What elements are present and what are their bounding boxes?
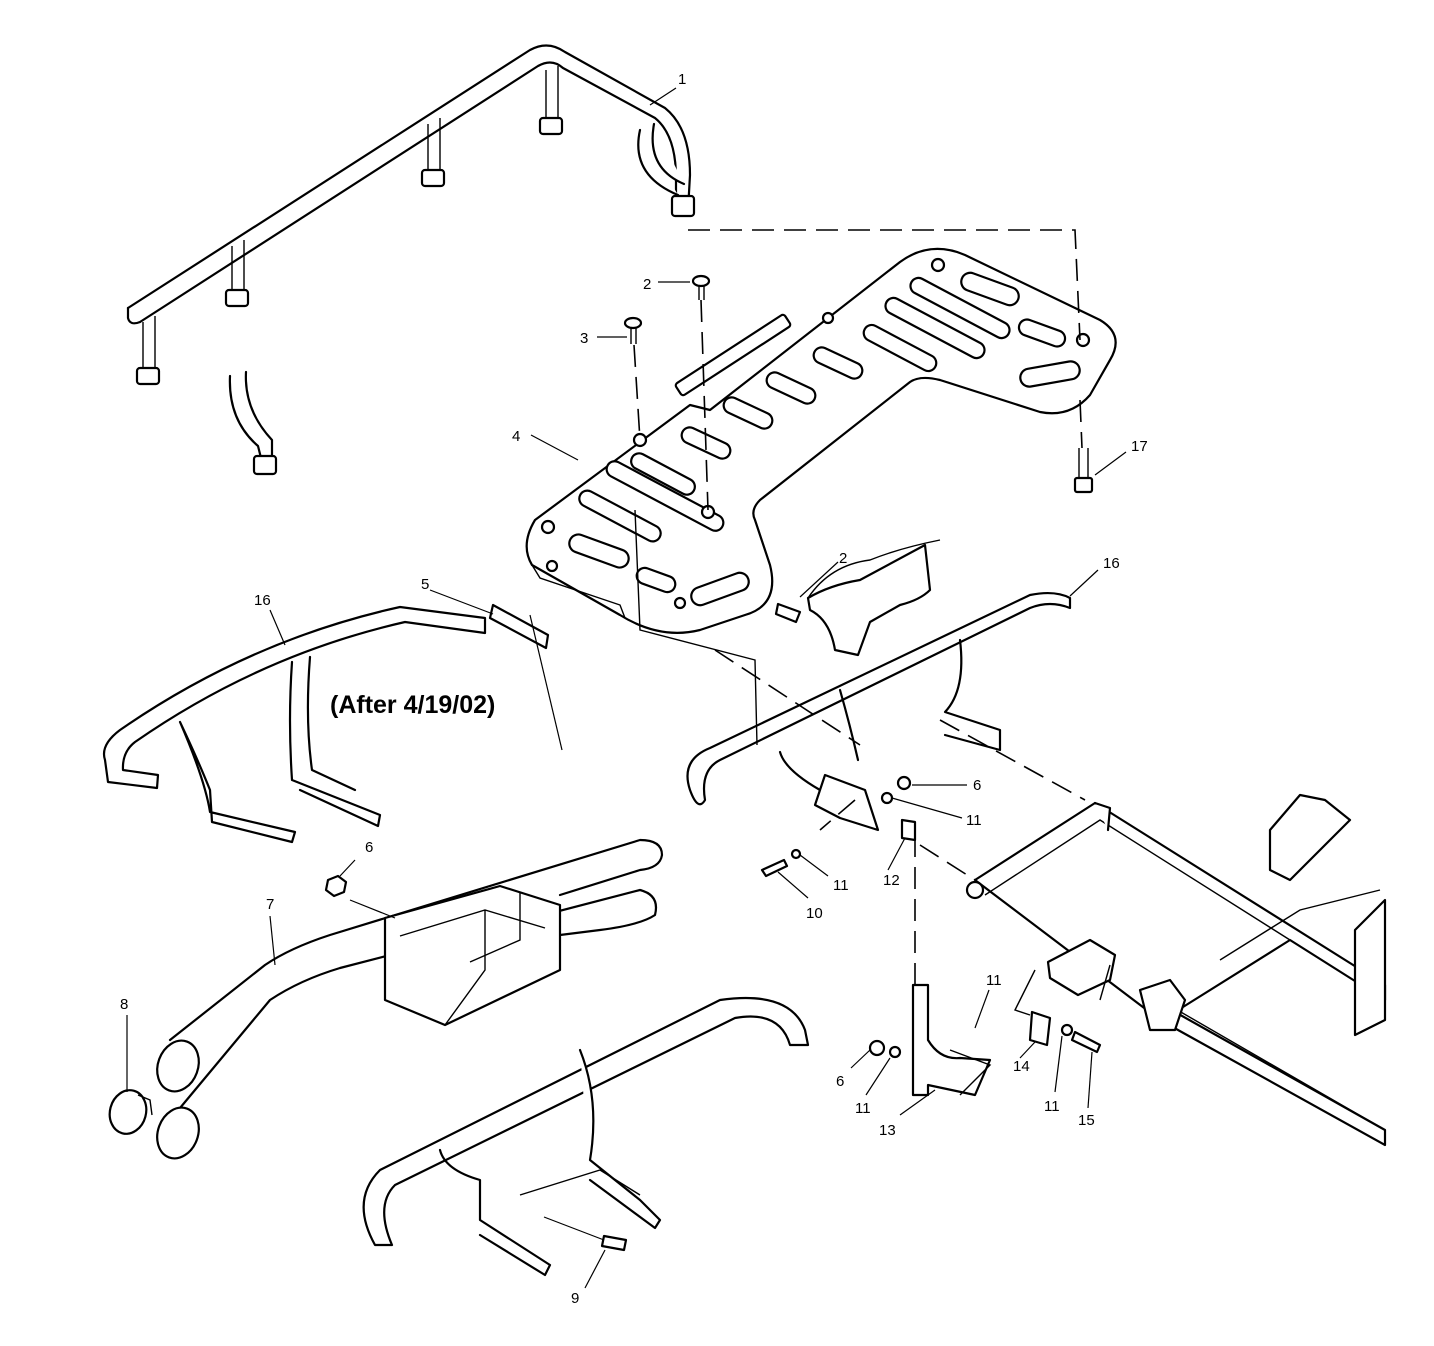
washer-11-right — [1060, 1023, 1074, 1037]
bolt-10 — [760, 848, 802, 878]
callout-7: 7 — [266, 896, 274, 913]
callout-11-right: 11 — [986, 972, 1002, 989]
callout-17: 17 — [1131, 438, 1148, 455]
rear-rack-rail — [126, 44, 696, 476]
callout-10: 10 — [806, 905, 823, 922]
callout-16-right: 16 — [1103, 555, 1120, 572]
nut-6-front — [324, 874, 348, 898]
spacer-14 — [1028, 1010, 1052, 1047]
callout-11-upper: 11 — [966, 812, 982, 829]
leader-lines — [126, 87, 1127, 1289]
nut-6-upper — [896, 775, 912, 791]
callout-13: 13 — [879, 1122, 896, 1139]
callout-9: 9 — [571, 1290, 579, 1307]
bracket-13 — [911, 983, 992, 1097]
callout-2-lower: 2 — [839, 550, 847, 567]
clamp-bracket — [1046, 938, 1117, 997]
callout-3: 3 — [580, 330, 588, 347]
callout-11-mid: 11 — [833, 877, 849, 894]
nut-6-lower — [868, 1039, 886, 1057]
callout-15: 15 — [1078, 1112, 1095, 1129]
pin-9 — [600, 1234, 628, 1252]
front-bumper-7 — [156, 838, 664, 1160]
rear-bumper-lower — [362, 996, 810, 1277]
screw-2 — [691, 274, 711, 300]
callout-6-front: 6 — [365, 839, 373, 856]
screw-3 — [623, 316, 643, 344]
washer-11-lower — [888, 1045, 902, 1059]
plate-12 — [900, 818, 917, 842]
callout-1: 1 — [678, 71, 686, 88]
callout-8: 8 — [120, 996, 128, 1013]
callout-14: 14 — [1013, 1058, 1030, 1075]
rack-plate — [525, 247, 1117, 634]
date-note: (After 4/19/02) — [330, 691, 495, 719]
callout-6-lower: 6 — [836, 1073, 844, 1090]
assembly-lines — [633, 229, 1111, 1096]
washer-11-upper — [880, 791, 894, 805]
bolt-17 — [1073, 448, 1094, 494]
callout-16-left: 16 — [254, 592, 271, 609]
rear-bumper-after — [102, 605, 487, 844]
vehicle-frame — [965, 793, 1387, 1147]
callout-5: 5 — [421, 576, 429, 593]
callout-11-lower: 11 — [855, 1100, 871, 1117]
callout-4: 4 — [512, 428, 520, 445]
callout-6-upper: 6 — [973, 777, 981, 794]
mount-bracket — [806, 539, 941, 657]
callouts: 1 2 3 4 17 2 16 5 16 6 11 11 10 12 6 7 8… — [120, 71, 1148, 1307]
bolt-15 — [1070, 1030, 1102, 1054]
cap-8 — [108, 1089, 153, 1135]
callout-2: 2 — [643, 276, 651, 293]
callout-12: 12 — [883, 872, 900, 889]
bolt-2-lower — [774, 602, 802, 624]
reflector-5 — [488, 603, 550, 650]
callout-11-far: 11 — [1044, 1098, 1060, 1115]
rear-bumper-right — [686, 591, 1072, 832]
